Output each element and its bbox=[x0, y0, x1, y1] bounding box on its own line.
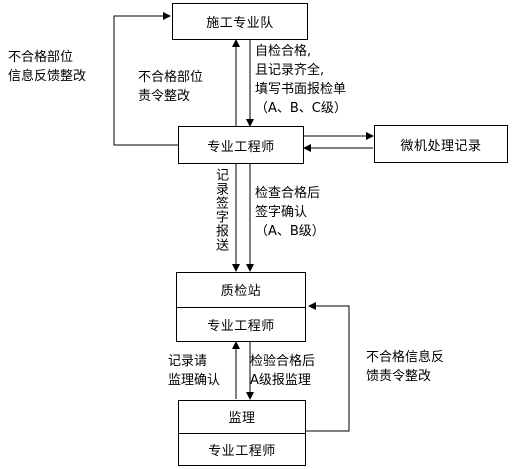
computer-record-box: 微机处理记录 bbox=[374, 125, 508, 163]
computer-record-label: 微机处理记录 bbox=[400, 138, 482, 154]
quality-engineer-cell: 专业工程师 bbox=[177, 308, 305, 342]
record-sign-text: 记录签字报送 bbox=[213, 168, 228, 252]
left-feedback-arrow bbox=[113, 12, 178, 146]
request-confirm-text: 记录请 监理确认 bbox=[168, 354, 221, 388]
left-feedback-text: 不合格部位 信息反馈整改 bbox=[8, 50, 87, 84]
quality-station-box: 质检站 专业工程师 bbox=[176, 272, 306, 342]
engineer-box-top: 专业工程师 bbox=[178, 126, 304, 164]
engineer-label-top: 专业工程师 bbox=[207, 139, 275, 155]
supervision-cell: 监理 bbox=[179, 401, 305, 434]
supervision-engineer-cell: 专业工程师 bbox=[179, 434, 305, 466]
inspect-report-text: 检验合格后 A级报监理 bbox=[250, 354, 316, 388]
supervision-box: 监理 专业工程师 bbox=[178, 400, 306, 466]
right-feedback-text: 不合格信息反 馈责令整改 bbox=[366, 350, 445, 384]
quality-engineer-label: 专业工程师 bbox=[207, 318, 275, 334]
supervision-engineer-label: 专业工程师 bbox=[208, 443, 276, 459]
check-sign-text: 检查合格后 签字确认 （A、B级） bbox=[255, 186, 325, 239]
self-check-text: 自检合格, 且记录齐全, 填写书面报检单 （A、B、C级） bbox=[255, 44, 347, 116]
quality-station-cell: 质检站 bbox=[177, 273, 305, 308]
construction-team-box: 施工专业队 bbox=[172, 3, 308, 40]
supervision-label: 监理 bbox=[228, 411, 256, 427]
quality-station-label: 质检站 bbox=[220, 284, 262, 300]
construction-team-label: 施工专业队 bbox=[206, 16, 274, 31]
right-feedback-arrow bbox=[306, 302, 350, 432]
rectify-order-text: 不合格部位 责令整改 bbox=[138, 70, 204, 104]
